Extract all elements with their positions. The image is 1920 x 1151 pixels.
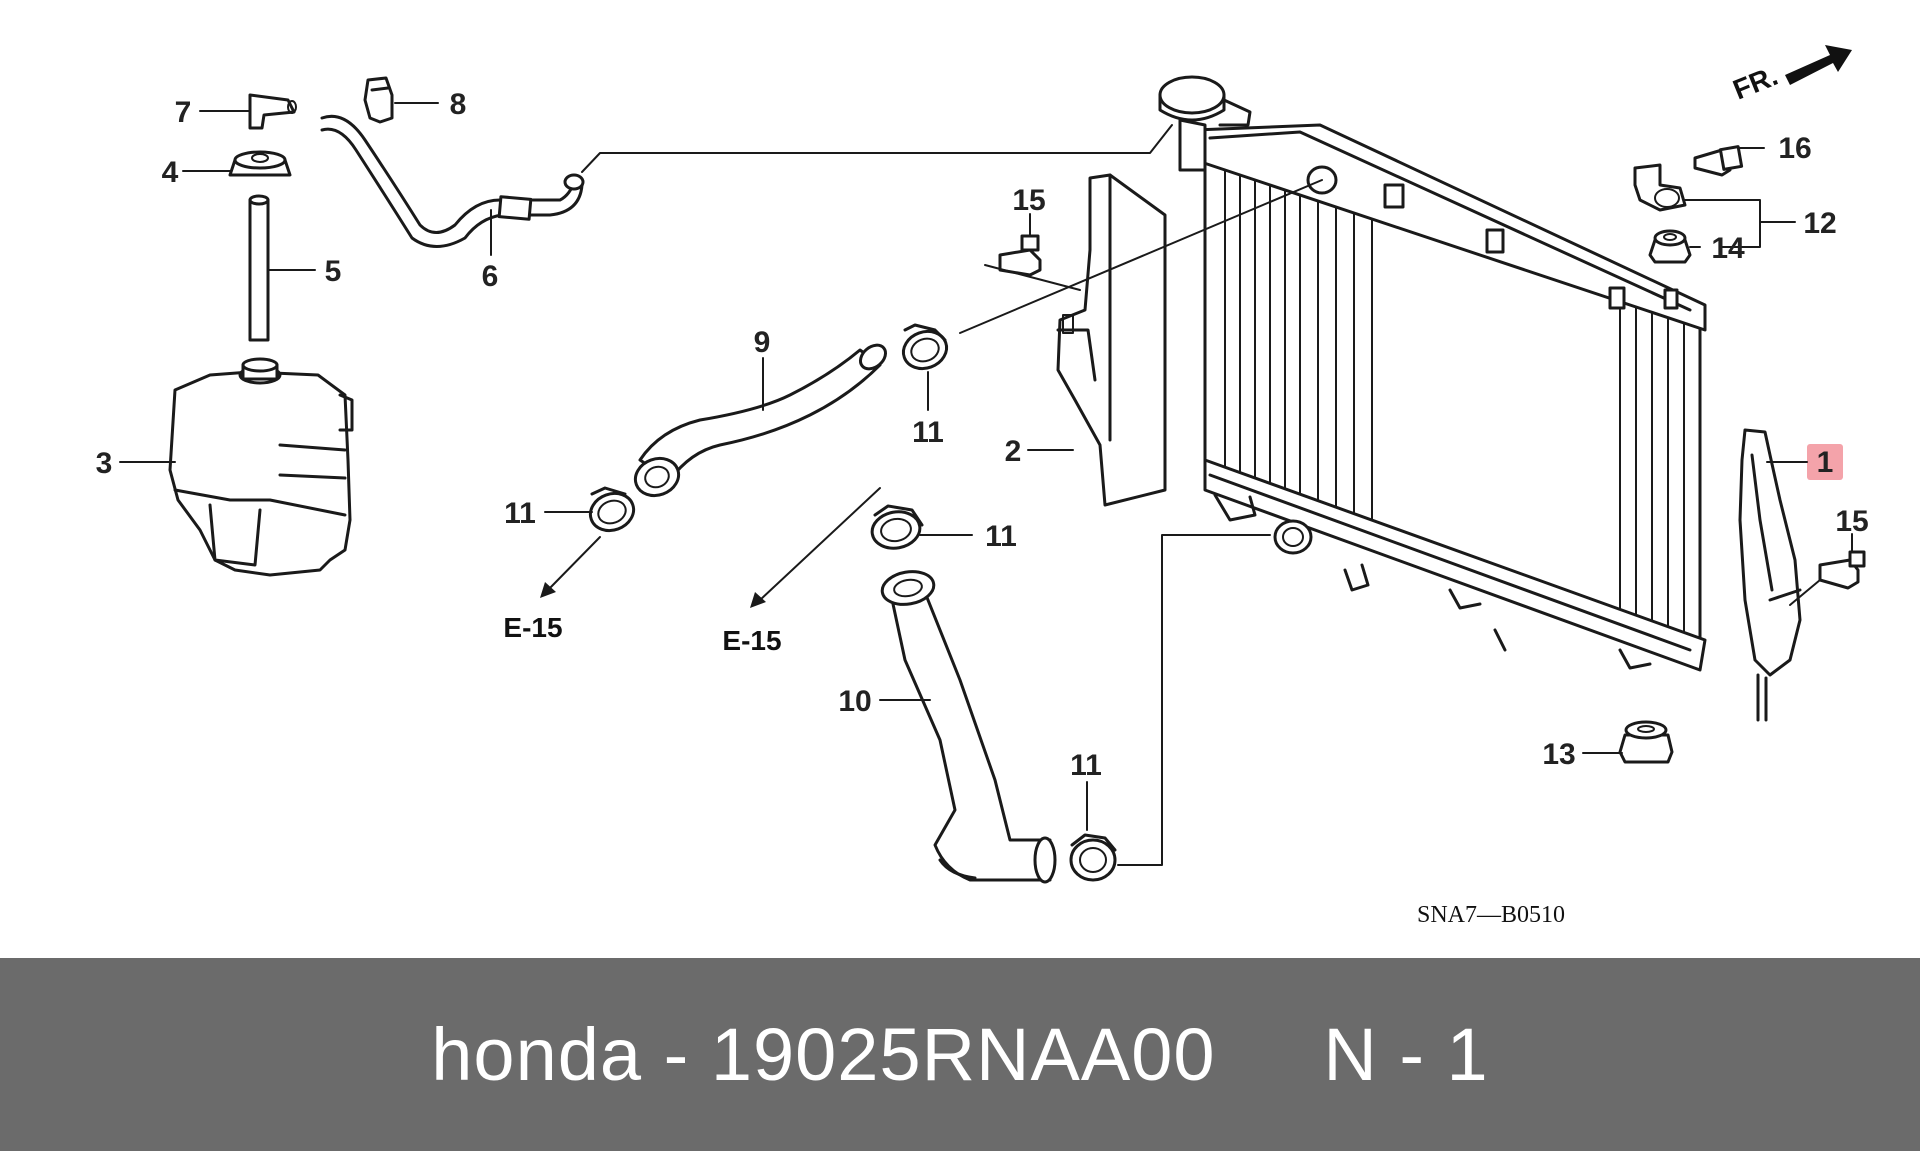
hose-clamp-upper-right — [901, 323, 949, 371]
callout-12: 12 — [1803, 207, 1836, 240]
lower-radiator-hose — [880, 570, 1057, 884]
part-number: 19025RNAA00 — [710, 1013, 1216, 1096]
air-guide-bolt — [998, 234, 1042, 277]
bracket-mount-bolt — [1693, 145, 1744, 177]
reference-e15-left: E-15 — [503, 612, 562, 643]
callout-11-upper-right: 11 — [912, 416, 944, 449]
part-suffix: N - 1 — [1323, 1013, 1489, 1096]
front-direction-label: FR. — [1729, 60, 1782, 106]
callout-4: 4 — [162, 156, 179, 189]
brand-name: honda — [431, 1013, 643, 1096]
overflow-hose — [320, 114, 585, 248]
hose-clip — [363, 76, 394, 124]
separator: - — [663, 1013, 690, 1096]
callout-2: 2 — [1005, 435, 1022, 468]
diagram-code: SNA7—B0510 — [1417, 902, 1565, 928]
callout-highlight — [1807, 444, 1843, 480]
upper-radiator-hose — [633, 343, 888, 498]
footer-caption: honda - 19025RNAA00 N - 1 — [431, 1012, 1488, 1097]
callout-11-upper-left: 11 — [504, 497, 536, 530]
callout-1: 1 — [1817, 446, 1834, 479]
footer-bar: honda - 19025RNAA00 N - 1 — [0, 958, 1920, 1151]
tube-joint — [248, 93, 297, 130]
front-direction-arrow-icon — [1785, 45, 1852, 85]
callout-11-lower-left: 11 — [985, 520, 1017, 553]
upper-cushion — [1648, 229, 1692, 264]
callout-13: 13 — [1542, 738, 1575, 771]
callout-7: 7 — [175, 96, 192, 129]
callout-9: 9 — [754, 326, 771, 359]
hose-clamp-bottom — [1069, 833, 1117, 882]
callout-15-lower: 15 — [1835, 505, 1868, 538]
parts-diagram: 1 2 3 4 5 7 — [95, 45, 1869, 928]
callout-6: 6 — [482, 260, 499, 293]
radiator-fins — [1224, 167, 1685, 645]
reserve-tank-tube — [248, 194, 270, 342]
callout-8: 8 — [450, 88, 467, 121]
reserve-tank — [168, 357, 354, 577]
air-guide — [1056, 173, 1167, 507]
callout-15-upper: 15 — [1012, 184, 1045, 217]
callout-11-bottom: 11 — [1070, 749, 1102, 782]
upper-mount-bracket — [1633, 163, 1687, 212]
callout-3: 3 — [96, 447, 113, 480]
callout-5: 5 — [325, 255, 342, 288]
callout-16: 16 — [1778, 132, 1811, 165]
callout-10: 10 — [838, 685, 871, 718]
callout-14: 14 — [1711, 232, 1745, 265]
reference-e15-right: E-15 — [722, 625, 781, 656]
radiator-core — [1158, 75, 1707, 672]
reserve-tank-cap — [228, 150, 292, 177]
lower-cushion — [1618, 720, 1674, 764]
diagram-canvas: 1 2 3 4 5 7 — [96, 45, 1869, 928]
hose-clamp-lower-left — [870, 504, 924, 550]
hose-clamp-upper-left — [588, 486, 636, 533]
radiator-side-bracket — [1738, 428, 1802, 722]
bracket-bolt — [1818, 550, 1866, 590]
